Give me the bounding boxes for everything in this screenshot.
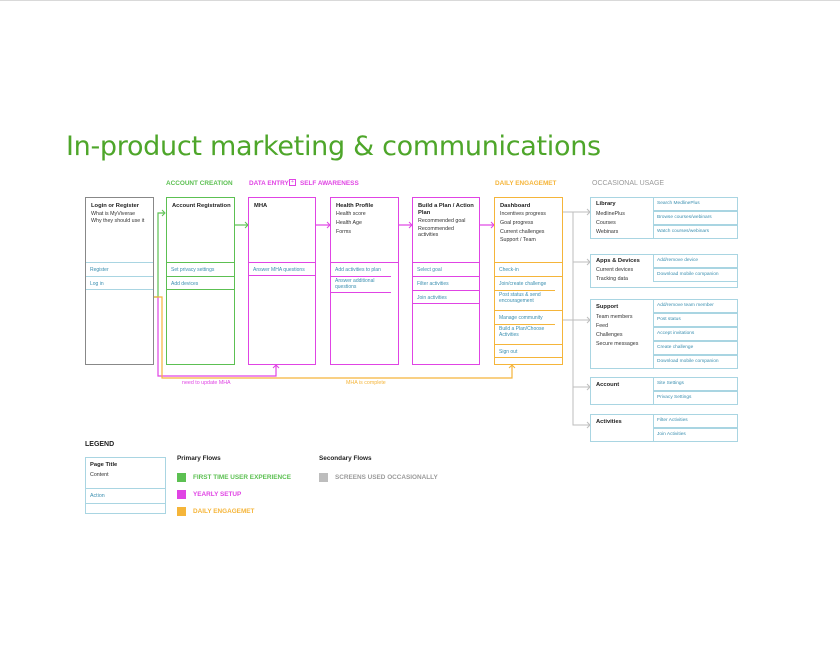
arrow-head xyxy=(508,364,516,369)
box-content: Goal progress xyxy=(500,219,534,226)
legend-page-title: Page Title xyxy=(90,462,118,468)
legend-first-time: FIRST TIME USER EXPERIENCE xyxy=(193,474,292,481)
library-item: MedlinePlus xyxy=(596,211,625,217)
post-status-action[interactable]: Post status & send encouragement xyxy=(495,290,555,310)
legend-title: LEGEND xyxy=(85,441,115,448)
box-content: What is MyViverae xyxy=(91,211,136,217)
phase-account-creation: ACCOUNT CREATION xyxy=(166,180,233,187)
box-title: MHA xyxy=(254,203,268,209)
join-activities-action[interactable]: Join activities xyxy=(413,290,479,304)
login-register-box[interactable]: Login or Register What is MyViverae Why … xyxy=(85,197,154,365)
page-title: In-product marketing & communications xyxy=(66,131,601,162)
privacy-settings-action[interactable]: Set privacy settings xyxy=(167,262,234,276)
activities-title: Activities xyxy=(596,419,622,425)
create-challenge-action[interactable]: Create challenge xyxy=(653,341,738,355)
library-item: Webinars xyxy=(596,229,619,235)
select-goal-action[interactable]: Select goal xyxy=(413,262,479,276)
answer-mha-action[interactable]: Answer MHA questions xyxy=(249,262,315,276)
phase-daily-engagement: DAILY ENGAGEMET xyxy=(495,180,557,187)
dashboard-box[interactable]: Dashboard Incentives progress Goal progr… xyxy=(494,197,563,365)
box-title: Dashboard xyxy=(500,203,531,209)
flow-secondary-trunk xyxy=(563,211,590,426)
phase-data-entry: DATA ENTRY xyxy=(249,180,289,187)
health-profile-box[interactable]: Health Profile Health score Health Age F… xyxy=(330,197,399,365)
legend-action: Action xyxy=(86,488,165,504)
download-companion-action[interactable]: Download mobile companion xyxy=(653,268,738,282)
box-content: Incentives progress xyxy=(500,211,546,217)
apps-item: Tracking data xyxy=(596,276,628,282)
activities-card xyxy=(590,414,738,442)
manage-community-action[interactable]: Manage community xyxy=(495,310,562,324)
join-challenge-action[interactable]: Join/create challenge xyxy=(495,276,562,290)
arrow-head xyxy=(272,364,280,369)
arrow-head xyxy=(161,209,166,217)
account-card xyxy=(590,377,738,405)
library-card xyxy=(590,197,738,239)
magenta-swatch xyxy=(177,490,186,499)
support-card xyxy=(590,299,738,369)
account-title: Account xyxy=(596,382,620,388)
box-title: Login or Register xyxy=(91,203,139,209)
support-item: Team members xyxy=(596,314,633,320)
login-action[interactable]: Log in xyxy=(86,276,153,290)
legend-daily: DAILY ENGAGEMET xyxy=(193,508,255,515)
sign-out-action[interactable]: Sign out xyxy=(495,344,562,358)
legend-sample-box: Page Title Content Action xyxy=(85,457,166,514)
box-content: Current challenges xyxy=(500,228,545,235)
post-status-secondary-action[interactable]: Post status xyxy=(653,313,738,327)
phase-self-awareness: SELF AWARENESS xyxy=(300,180,359,187)
orange-swatch xyxy=(177,507,186,516)
legend-yearly: YEARLY SETUP xyxy=(193,491,242,498)
flow-login-to-account xyxy=(154,212,164,298)
apps-item: Current devices xyxy=(596,267,634,273)
support-title: Support xyxy=(596,304,619,310)
register-action[interactable]: Register xyxy=(86,262,153,276)
box-content: Why they should use it xyxy=(91,217,145,224)
filter-activities-action[interactable]: Filter activities xyxy=(413,276,479,290)
box-title: Health Profile xyxy=(336,203,374,209)
note-update-mha: need to update MHA xyxy=(182,380,231,386)
flow-mha-complete xyxy=(154,296,513,379)
add-devices-action[interactable]: Add devices xyxy=(167,276,234,290)
library-item: Courses xyxy=(596,220,616,226)
flow-update-mha xyxy=(157,297,277,377)
legend-content: Content xyxy=(90,472,109,478)
add-activities-action[interactable]: Add activities to plan xyxy=(331,262,398,276)
library-title: Library xyxy=(596,201,616,207)
check-in-action[interactable]: Check-in xyxy=(495,262,562,276)
top-rule xyxy=(0,0,840,1)
box-content: Support / Team xyxy=(500,237,536,244)
legend-primary-flows: Primary Flows xyxy=(177,455,221,462)
box-content: Forms xyxy=(336,228,352,235)
box-title: Account Registration xyxy=(172,203,231,209)
plus-icon: + xyxy=(289,179,296,186)
account-registration-box[interactable]: Account Registration Set privacy setting… xyxy=(166,197,235,365)
gray-swatch xyxy=(319,473,328,482)
support-item: Challenges xyxy=(596,332,623,338)
mha-box[interactable]: MHA Answer MHA questions xyxy=(248,197,316,365)
box-content: Recommended activities xyxy=(418,225,454,239)
box-content: Health score xyxy=(336,211,366,217)
legend-secondary-flows: Secondary Flows xyxy=(319,455,372,462)
box-title: Build a Plan / Action Plan xyxy=(418,203,474,216)
build-plan-action[interactable]: Build a Plan/Choose Activities xyxy=(495,324,555,344)
support-item: Feed xyxy=(596,323,609,329)
apps-title: Apps & Devices xyxy=(596,258,640,264)
note-mha-complete: MHA is complete xyxy=(346,380,386,386)
box-content: Health Age xyxy=(336,219,362,226)
box-content: Recommended goal xyxy=(418,218,466,224)
support-item: Secure messages xyxy=(596,341,639,347)
legend-occasional: SCREENS USED OCCASIONALLY xyxy=(335,474,438,481)
green-swatch xyxy=(177,473,186,482)
answer-questions-action[interactable]: Answer additional questions xyxy=(331,276,391,293)
phase-occasional: OCCASIONAL USAGE xyxy=(592,180,665,187)
apps-card xyxy=(590,254,738,288)
build-plan-box[interactable]: Build a Plan / Action Plan Recommended g… xyxy=(412,197,480,365)
